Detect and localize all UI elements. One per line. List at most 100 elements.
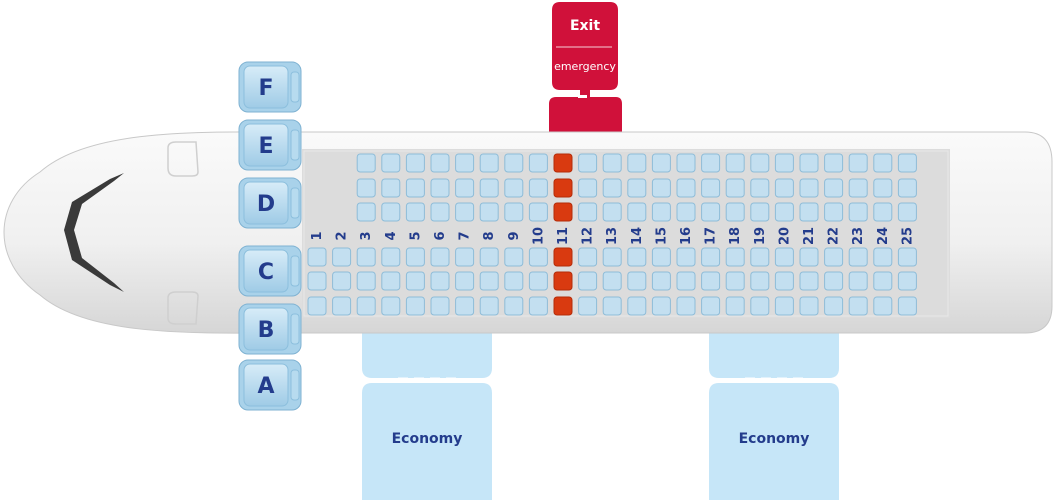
seat[interactable] xyxy=(602,202,622,222)
seat[interactable] xyxy=(848,178,868,198)
seat[interactable] xyxy=(430,153,450,173)
exit-row-seat[interactable] xyxy=(553,296,573,316)
seat[interactable] xyxy=(848,202,868,222)
seat[interactable] xyxy=(356,296,376,316)
seat[interactable] xyxy=(799,178,819,198)
seat[interactable] xyxy=(824,202,844,222)
seat[interactable] xyxy=(504,296,524,316)
seat[interactable] xyxy=(799,202,819,222)
seat[interactable] xyxy=(455,271,475,291)
seat[interactable] xyxy=(627,153,647,173)
seat[interactable] xyxy=(897,153,917,173)
seat[interactable] xyxy=(627,271,647,291)
seat[interactable] xyxy=(602,178,622,198)
seat[interactable] xyxy=(824,247,844,267)
seat[interactable] xyxy=(430,202,450,222)
seat[interactable] xyxy=(602,153,622,173)
seat[interactable] xyxy=(381,178,401,198)
seat[interactable] xyxy=(848,271,868,291)
seat[interactable] xyxy=(479,247,499,267)
seat[interactable] xyxy=(405,153,425,173)
seat[interactable] xyxy=(578,178,598,198)
seat[interactable] xyxy=(627,202,647,222)
seat[interactable] xyxy=(725,153,745,173)
seat[interactable] xyxy=(356,202,376,222)
seat[interactable] xyxy=(897,271,917,291)
seat[interactable] xyxy=(750,271,770,291)
seat[interactable] xyxy=(504,153,524,173)
seat[interactable] xyxy=(824,271,844,291)
seat[interactable] xyxy=(356,247,376,267)
seat[interactable] xyxy=(479,178,499,198)
seat[interactable] xyxy=(824,296,844,316)
seat[interactable] xyxy=(651,202,671,222)
seat[interactable] xyxy=(774,271,794,291)
seat[interactable] xyxy=(602,247,622,267)
seat[interactable] xyxy=(307,247,327,267)
seat[interactable] xyxy=(873,271,893,291)
seat[interactable] xyxy=(676,178,696,198)
seat[interactable] xyxy=(578,296,598,316)
seat[interactable] xyxy=(824,178,844,198)
seat[interactable] xyxy=(405,202,425,222)
exit-row-seat[interactable] xyxy=(553,178,573,198)
seat[interactable] xyxy=(430,296,450,316)
seat[interactable] xyxy=(528,271,548,291)
seat[interactable] xyxy=(725,178,745,198)
seat[interactable] xyxy=(479,296,499,316)
seat[interactable] xyxy=(381,202,401,222)
seat[interactable] xyxy=(602,296,622,316)
seat[interactable] xyxy=(430,178,450,198)
seat[interactable] xyxy=(332,296,352,316)
seat[interactable] xyxy=(479,271,499,291)
seat[interactable] xyxy=(528,153,548,173)
seat[interactable] xyxy=(528,247,548,267)
seat[interactable] xyxy=(799,153,819,173)
seat[interactable] xyxy=(725,247,745,267)
seat[interactable] xyxy=(381,271,401,291)
seat[interactable] xyxy=(897,247,917,267)
seat[interactable] xyxy=(528,178,548,198)
seat[interactable] xyxy=(799,271,819,291)
seat[interactable] xyxy=(676,153,696,173)
seat[interactable] xyxy=(676,247,696,267)
seat[interactable] xyxy=(578,247,598,267)
seat[interactable] xyxy=(356,153,376,173)
seat[interactable] xyxy=(750,153,770,173)
seat[interactable] xyxy=(725,271,745,291)
seat[interactable] xyxy=(774,178,794,198)
seat[interactable] xyxy=(627,296,647,316)
seat[interactable] xyxy=(848,247,868,267)
seat[interactable] xyxy=(873,296,893,316)
seat[interactable] xyxy=(578,202,598,222)
seat[interactable] xyxy=(848,153,868,173)
seat[interactable] xyxy=(455,202,475,222)
seat[interactable] xyxy=(651,296,671,316)
seat[interactable] xyxy=(528,202,548,222)
seat[interactable] xyxy=(774,247,794,267)
seat[interactable] xyxy=(750,178,770,198)
seat[interactable] xyxy=(405,296,425,316)
seat[interactable] xyxy=(332,247,352,267)
seat[interactable] xyxy=(504,178,524,198)
seat[interactable] xyxy=(799,296,819,316)
seat[interactable] xyxy=(824,153,844,173)
seat[interactable] xyxy=(405,178,425,198)
seat[interactable] xyxy=(897,178,917,198)
seat[interactable] xyxy=(578,271,598,291)
seat[interactable] xyxy=(701,153,721,173)
seat[interactable] xyxy=(676,202,696,222)
exit-row-seat[interactable] xyxy=(553,247,573,267)
seat[interactable] xyxy=(750,202,770,222)
seat[interactable] xyxy=(479,202,499,222)
seat[interactable] xyxy=(332,271,352,291)
seat[interactable] xyxy=(528,296,548,316)
seat[interactable] xyxy=(651,178,671,198)
seat[interactable] xyxy=(455,247,475,267)
seat[interactable] xyxy=(455,296,475,316)
seat[interactable] xyxy=(356,178,376,198)
seat[interactable] xyxy=(774,202,794,222)
seat[interactable] xyxy=(873,202,893,222)
seat[interactable] xyxy=(799,247,819,267)
seat[interactable] xyxy=(774,153,794,173)
